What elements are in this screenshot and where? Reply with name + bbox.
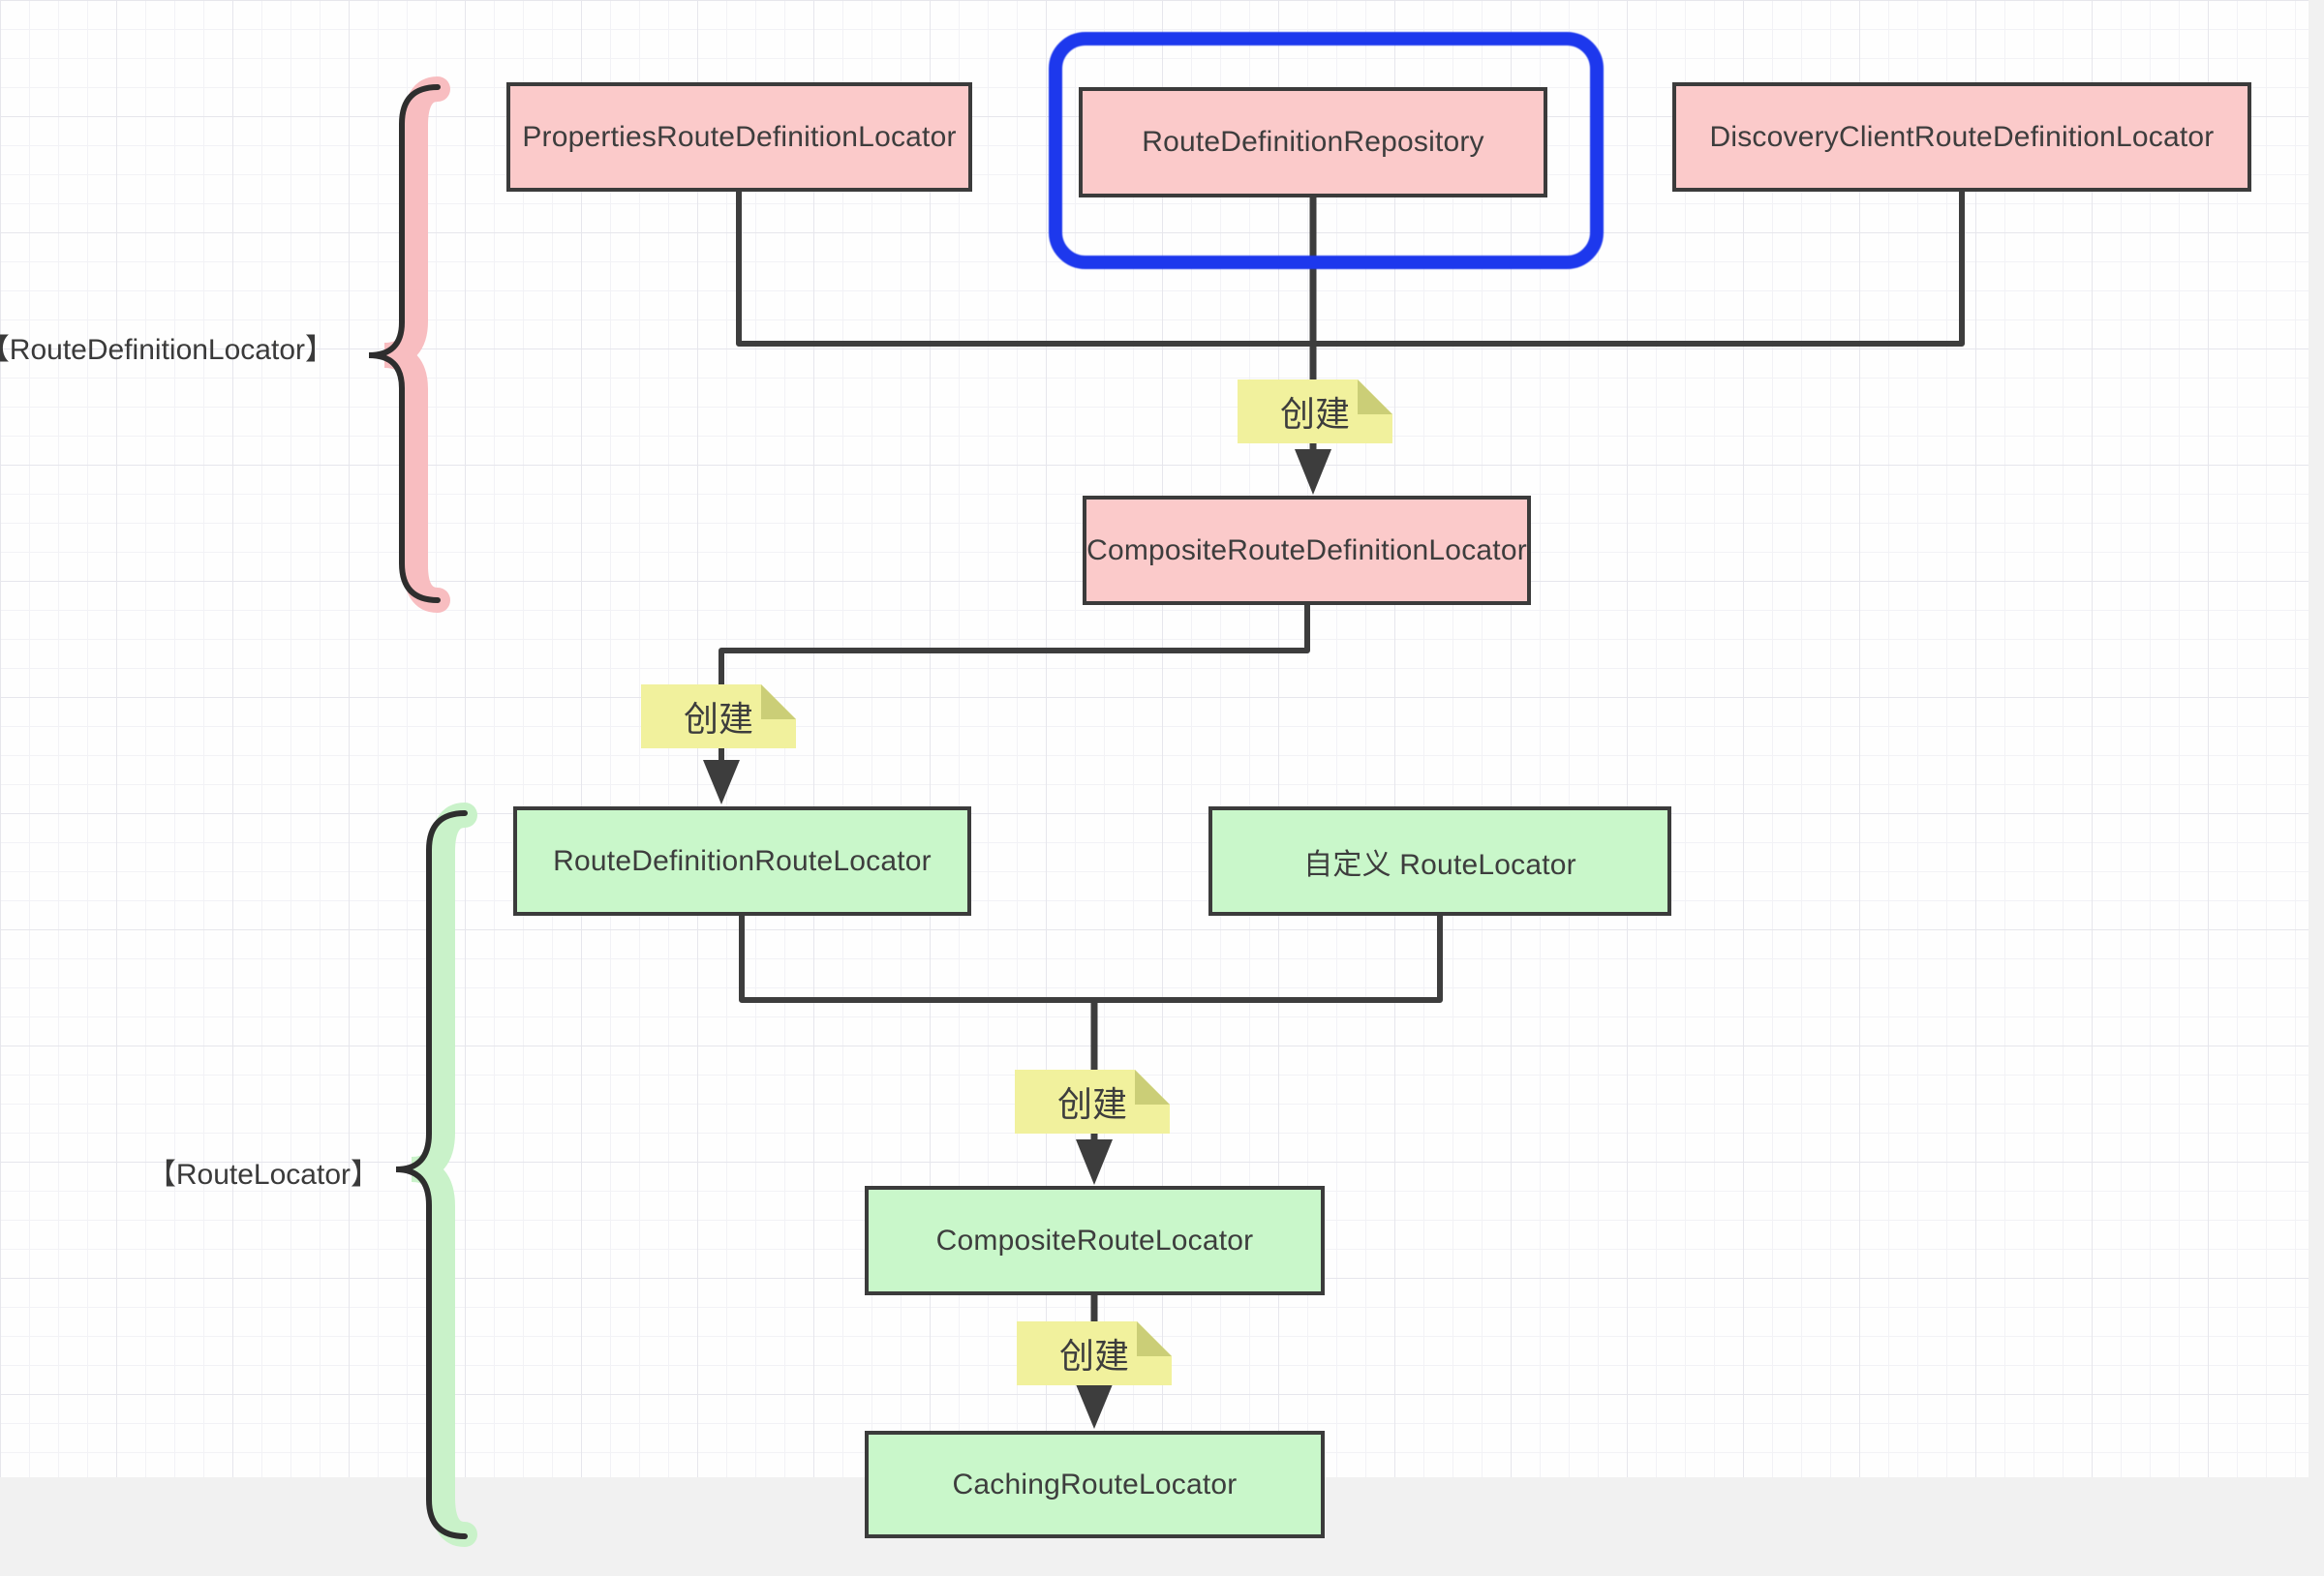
label-route-locator-group: 【RouteLocator】: [146, 1159, 380, 1191]
node-caching-route-locator: CachingRouteLocator: [865, 1431, 1325, 1538]
label-route-definition-locator-group: 【RouteDefinitionLocator】: [0, 334, 334, 366]
blue-highlight-box: [1049, 32, 1604, 269]
note-create-2-label: 创建: [683, 699, 753, 739]
note-create-1: 创建: [1238, 379, 1392, 443]
node-discovery-client-route-definition-locator: DiscoveryClientRouteDefinitionLocator: [1672, 82, 2251, 192]
node-composite-route-locator: CompositeRouteLocator: [865, 1186, 1325, 1295]
note-create-3-label: 创建: [1056, 1084, 1127, 1124]
node-properties-route-definition-locator: PropertiesRouteDefinitionLocator: [506, 82, 972, 192]
node-custom-route-locator: 自定义 RouteLocator: [1208, 806, 1671, 916]
node-composite-route-definition-locator: CompositeRouteDefinitionLocator: [1083, 496, 1531, 605]
node-route-definition-repository: RouteDefinitionRepository: [1079, 87, 1547, 197]
note-create-2: 创建: [641, 684, 796, 748]
note-create-4: 创建: [1017, 1321, 1172, 1385]
note-create-1-label: 创建: [1279, 394, 1350, 434]
note-create-4-label: 创建: [1058, 1336, 1129, 1376]
note-create-3: 创建: [1015, 1070, 1170, 1134]
node-route-definition-route-locator: RouteDefinitionRouteLocator: [513, 806, 971, 916]
